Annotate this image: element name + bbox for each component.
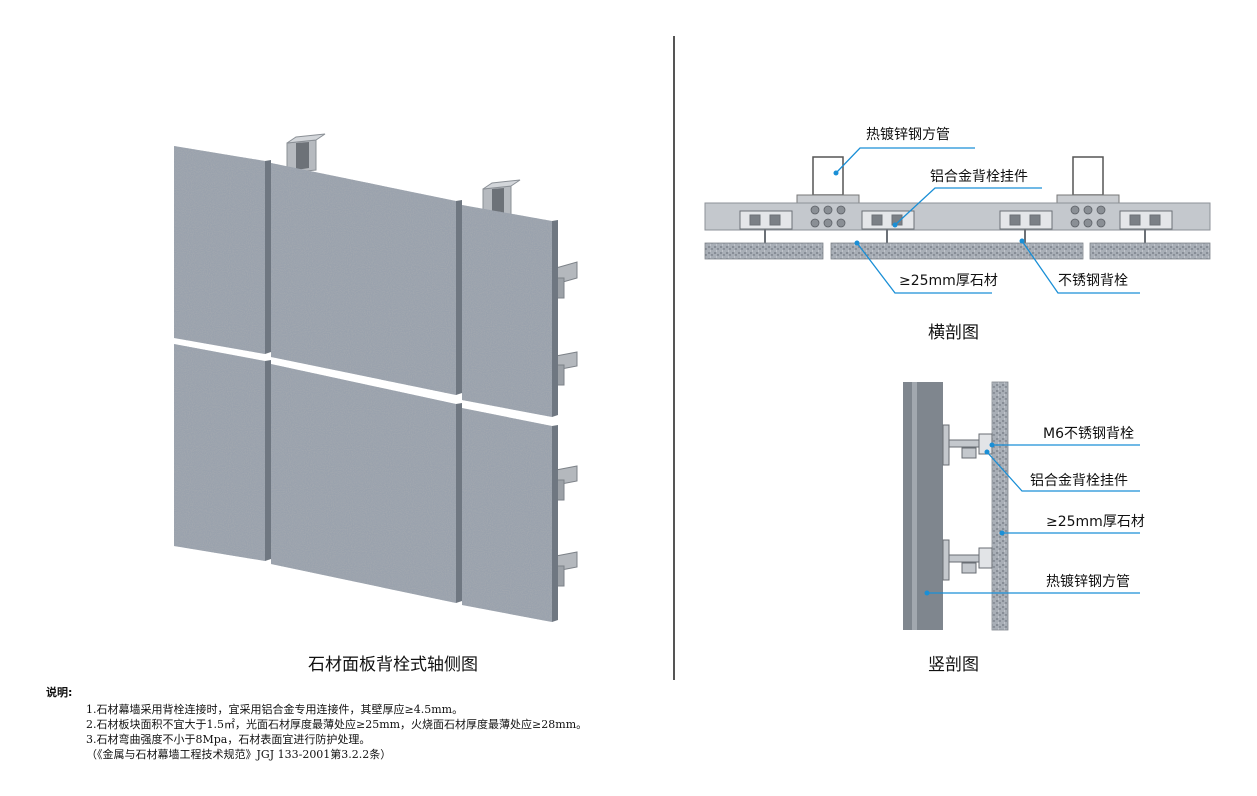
hsec-stone-slabs: [704, 242, 1211, 260]
stone-panel-top-right: [462, 205, 558, 417]
vsec-stone-slab: [991, 381, 1009, 631]
stone-panel-top-middle: [271, 163, 462, 395]
note-line-4: （《金属与石材幕墙工程技术规范》JGJ 133-2001第3.2.2条）: [86, 748, 392, 761]
hsec-square-tube-left: [812, 156, 844, 196]
vsec-label-m6-anchor: M6不锈钢背栓: [1043, 426, 1134, 442]
stone-panel-bottom-middle: [271, 364, 462, 603]
vsec-label-square-tube: 热镀锌钢方管: [1046, 574, 1130, 590]
hsec-label-stone: ≥25mm厚石材: [899, 273, 998, 289]
notes-title: 说明:: [46, 686, 73, 699]
hsec-square-tube-right: [1072, 156, 1104, 196]
horizontal-section-caption: 横剖图: [928, 323, 979, 343]
axonometric-caption: 石材面板背栓式轴侧图: [308, 655, 478, 675]
note-line-1: 1.石材幕墙采用背栓连接时，宜采用铝合金专用连接件，其壁厚应≥4.5mm。: [86, 703, 464, 716]
note-line-2: 2.石材板块面积不宜大于1.5㎡，光面石材厚度最薄处应≥25mm，火烧面石材厚度…: [86, 718, 588, 731]
vsec-label-aluminum-hanger: 铝合金背栓挂件: [1030, 473, 1128, 489]
hsec-label-square-tube: 热镀锌钢方管: [866, 127, 950, 143]
hsec-label-aluminum-hanger: 铝合金背栓挂件: [930, 169, 1028, 185]
vertical-section: [903, 381, 1140, 631]
hsec-leaders: [835, 147, 1140, 294]
square-tube-top-left: [286, 133, 326, 174]
stone-panel-bottom-left: [174, 344, 271, 561]
stone-panel-bottom-right: [462, 408, 558, 622]
axonometric-view: [174, 133, 578, 622]
side-brackets: [555, 261, 578, 587]
horizontal-section: [704, 147, 1211, 294]
vsec-leaders: [927, 444, 1140, 594]
vsec-upper-bracket: [942, 424, 993, 466]
vsec-lower-bracket: [942, 539, 993, 581]
stone-panel-top-left: [174, 146, 271, 354]
vertical-section-caption: 竖剖图: [928, 655, 979, 675]
hsec-hangers: [739, 210, 1173, 230]
notes-block: 说明: 1.石材幕墙采用背栓连接时，宜采用铝合金专用连接件，其壁厚应≥4.5mm…: [46, 684, 806, 762]
note-line-3: 3.石材弯曲强度不小于8Mpa，石材表面宜进行防护处理。: [86, 733, 371, 746]
hsec-label-stainless-anchor: 不锈钢背栓: [1058, 273, 1128, 289]
vsec-label-stone: ≥25mm厚石材: [1046, 514, 1145, 530]
